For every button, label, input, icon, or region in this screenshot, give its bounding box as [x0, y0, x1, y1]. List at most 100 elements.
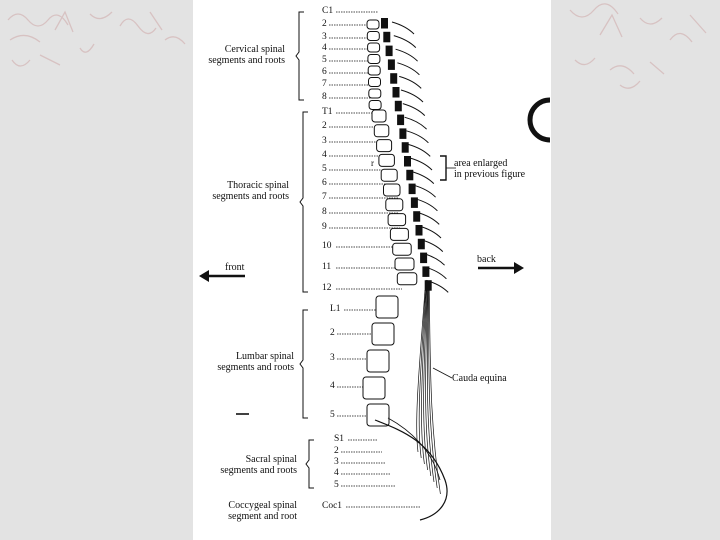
cauda-strand-6 [426, 289, 435, 483]
cauda-pointer [432, 367, 453, 379]
vertebral-body-5 [367, 65, 381, 76]
cord-segment-20 [424, 280, 432, 291]
cord-letter: r [371, 158, 374, 168]
lumbar-brace [299, 309, 308, 419]
cauda-strand-4 [423, 289, 428, 471]
back-label: back [477, 254, 496, 265]
segment-label-lumbar-3: 3 [330, 353, 335, 363]
sacral-brace [305, 439, 314, 489]
segment-label-thoracic-10: 10 [322, 241, 332, 251]
spinous-process-14 [415, 198, 438, 212]
cord-segment-9 [399, 128, 407, 139]
cord-segment-2 [383, 31, 391, 43]
enlarged-area-label: area enlarged in previous figure [454, 158, 526, 180]
cord-segment-14 [410, 197, 418, 208]
segment-label-sacral-2: 2 [334, 446, 339, 456]
cord-segment-4 [387, 59, 395, 70]
cervical-label: Cervical spinal segments and roots [208, 44, 285, 66]
vertebral-body-16 [387, 213, 407, 227]
vertebral-body-12 [378, 153, 395, 167]
cord-segment-3 [385, 45, 393, 57]
vertebral-body-23 [366, 349, 390, 373]
spinous-process-1 [391, 21, 415, 35]
cord-segment-13 [408, 183, 416, 195]
segment-label-cervical-7: 7 [322, 79, 327, 89]
spinous-process-9 [406, 130, 429, 144]
vertebral-body-2 [366, 31, 380, 41]
vertebral-body-10 [373, 124, 390, 138]
segment-label-sacral-4: 4 [334, 468, 339, 478]
segment-label-cervical-8: 8 [322, 92, 327, 102]
spinous-process-13 [413, 184, 436, 198]
segment-label-thoracic-9: 9 [322, 222, 327, 232]
cauda-equina-label: Cauda equina [452, 373, 507, 384]
front-arrow-head [199, 270, 209, 282]
spinous-process-2 [393, 35, 417, 48]
vertebral-body-25 [366, 403, 390, 427]
spinous-process-7 [402, 103, 426, 116]
sacrum-outline [374, 419, 448, 521]
spinous-process-6 [400, 89, 424, 103]
cauda-strand-8 [428, 289, 441, 495]
cord-segment-16 [415, 225, 423, 236]
spinous-process-5 [399, 75, 422, 89]
coccygeal-label: Coccygeal spinal segment and root [228, 500, 297, 522]
segment-label-lumbar-4: 4 [330, 381, 335, 391]
figure-panel: Cervical spinal segments and roots Thora… [193, 0, 551, 540]
vertebral-body-24 [362, 376, 386, 400]
cord-segment-17 [417, 238, 425, 250]
vertebral-body-7 [368, 88, 382, 99]
segment-label-cervical-1: C1 [322, 6, 334, 16]
spinous-process-10 [408, 143, 431, 157]
segment-label-thoracic-4: 4 [322, 150, 327, 160]
vertebral-body-9 [371, 109, 387, 123]
spinous-process-15 [417, 211, 440, 225]
segment-label-sacral-5: 5 [334, 480, 339, 490]
enlarged-area-bracket [440, 155, 447, 181]
vertebral-body-18 [392, 242, 412, 256]
front-label: front [225, 262, 245, 273]
spinous-process-12 [411, 171, 435, 184]
vertebral-body-19 [394, 257, 415, 271]
segment-label-thoracic-5: 5 [322, 164, 327, 174]
cord-segment-15 [413, 211, 421, 222]
spinous-process-11 [409, 157, 433, 171]
segment-label-thoracic-1: T1 [322, 107, 333, 117]
back-arrow-head [514, 262, 524, 274]
segment-label-thoracic-3: 3 [322, 136, 327, 146]
segment-label-thoracic-6: 6 [322, 178, 327, 188]
segment-label-sacral-3: 3 [334, 457, 339, 467]
cord-segment-5 [390, 73, 398, 84]
cord-segment-18 [420, 252, 428, 264]
cervical-brace [295, 11, 304, 101]
cord-segment-10 [401, 142, 409, 153]
segment-label-cervical-3: 3 [322, 32, 327, 42]
segment-label-thoracic-12: 12 [322, 283, 332, 293]
segment-label-thoracic-2: 2 [322, 121, 327, 131]
cauda-strand-5 [425, 289, 432, 477]
vertebral-body-6 [368, 77, 381, 87]
spinous-process-3 [395, 48, 418, 62]
sacrum-inner [387, 417, 441, 481]
cord-segment-1 [381, 18, 388, 29]
segment-label-cervical-6: 6 [322, 67, 327, 77]
lumbar-label: Lumbar spinal segments and roots [217, 351, 294, 373]
segment-label-coccygeal-1: Coc1 [322, 501, 343, 511]
segment-label-sacral-1: S1 [334, 434, 345, 444]
vertebral-body-17 [389, 227, 409, 241]
vertebral-body-21 [375, 295, 399, 319]
segment-label-lumbar-5: 5 [330, 410, 335, 420]
thoracic-label: Thoracic spinal segments and roots [212, 180, 289, 202]
sacral-label: Sacral spinal segments and roots [220, 454, 297, 476]
partial-ring [527, 97, 551, 143]
cord-segment-19 [422, 266, 430, 277]
vertebral-body-11 [376, 139, 393, 153]
segment-label-thoracic-11: 11 [322, 262, 332, 272]
spinous-process-4 [397, 62, 420, 76]
vertebral-body-13 [380, 168, 398, 182]
cord-segment-11 [404, 156, 411, 167]
segment-label-cervical-5: 5 [322, 55, 327, 65]
segment-label-thoracic-7: 7 [322, 192, 327, 202]
vertebral-body-14 [383, 183, 401, 197]
